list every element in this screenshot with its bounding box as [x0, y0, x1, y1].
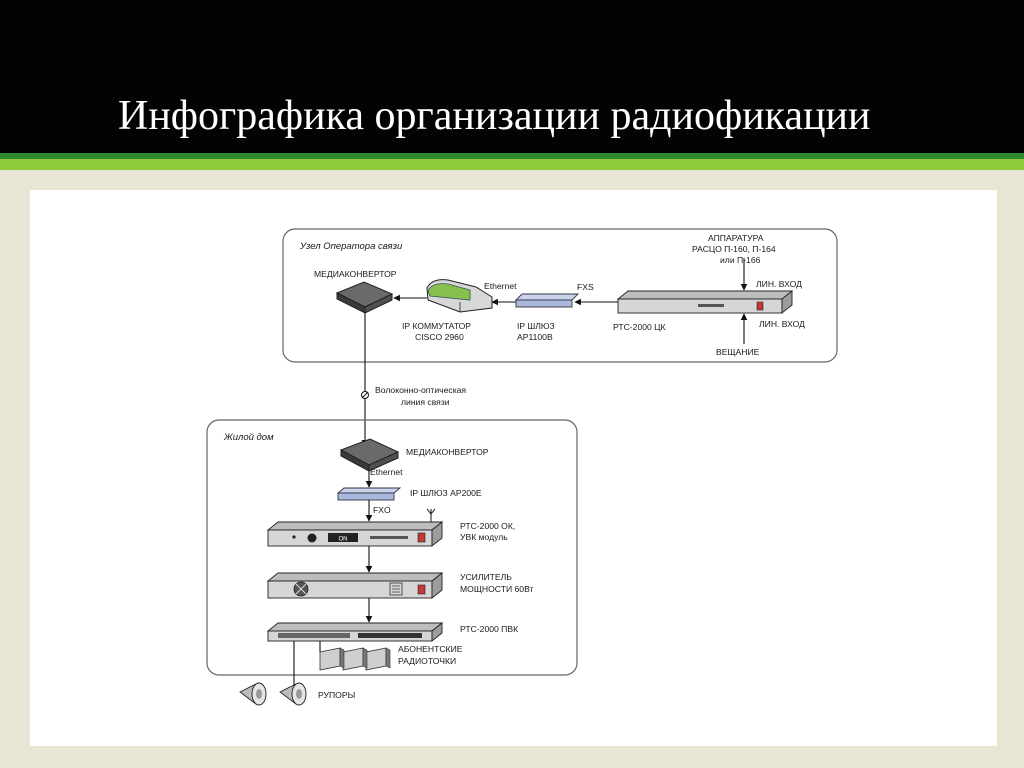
antenna-icon	[426, 508, 436, 522]
ip-switch-label-line1: IP КОММУТАТОР	[402, 321, 471, 331]
house-node-connections	[293, 471, 373, 690]
media-converter-top	[335, 281, 394, 314]
rts-2000-ok-display-text: ON	[339, 537, 348, 543]
subscriber-radio-points	[319, 647, 391, 671]
ip-gateway-label-line1: IP ШЛЮЗ	[517, 321, 555, 331]
fiber-line-label-line1: Волоконно-оптическая	[375, 385, 466, 395]
fiber-line-label-line2: линия связи	[401, 397, 450, 407]
equipment-label-line1: АППАРАТУРА	[708, 233, 764, 243]
rts-2000-ok-label-line2: УВК модуль	[460, 532, 508, 542]
slide-title: Инфографика организации радиофикации	[118, 93, 871, 139]
media-converter-bottom-label: МЕДИАКОНВЕРТОР	[406, 447, 489, 457]
line-in-2-label: ЛИН. ВХОД	[759, 319, 805, 329]
ip-gateway-ap200e	[336, 487, 402, 501]
ethernet-bottom-label: Ethernet	[370, 467, 403, 477]
radio-network-diagram: Узел Оператора связи МЕДИАКОНВЕРТОР Ethe…	[206, 228, 838, 706]
horns-label: РУПОРЫ	[318, 690, 355, 700]
fxo-label: FXO	[373, 505, 391, 515]
horn-speaker-icon-2	[279, 682, 307, 706]
horn-speaker-icon-1	[239, 682, 267, 706]
house-node-label: Жилой дом	[223, 432, 274, 443]
rts-2000-ok-label-line1: РТС-2000 ОК,	[460, 521, 515, 531]
broadcast-label: ВЕЩАНИЕ	[716, 347, 760, 357]
accent-stripe-dark	[0, 153, 1024, 159]
title-bar	[0, 0, 1024, 153]
accent-stripe-light	[0, 159, 1024, 170]
media-converter-bottom	[339, 438, 400, 472]
rts-2000-ck-label: РТС-2000 ЦК	[613, 322, 666, 332]
rts-2000-ck-device	[616, 290, 794, 314]
amplifier-label-line2: МОЩНОСТИ 60Вт	[460, 584, 534, 594]
subscribers-label-line1: АБОНЕНТСКИЕ	[398, 644, 463, 654]
ip-gateway-ap200e-label: IP ШЛЮЗ AP200E	[410, 488, 482, 498]
diagram-panel: Узел Оператора связи МЕДИАКОНВЕРТОР Ethe…	[30, 190, 997, 746]
ip-switch-label-line2: CISCO 2960	[415, 332, 464, 342]
subscribers-label-line2: РАДИОТОЧКИ	[398, 656, 456, 666]
ip-switch-device	[426, 279, 493, 313]
operator-node-connections	[361, 258, 748, 447]
rts-2000-pvk-device	[266, 622, 444, 642]
fxs-label: FXS	[577, 282, 594, 292]
ip-gateway-label-line2: AP1100B	[517, 332, 553, 342]
rts-2000-pvk-label: РТС-2000 ПВК	[460, 624, 518, 634]
media-converter-top-label: МЕДИАКОНВЕРТОР	[314, 269, 397, 279]
operator-node-label: Узел Оператора связи	[299, 241, 403, 252]
equipment-label-line3: или П-166	[720, 255, 761, 265]
ip-gateway-ap1100b	[514, 293, 580, 308]
rts-2000-ok-device	[266, 521, 444, 547]
amplifier-label-line1: УСИЛИТЕЛЬ	[460, 572, 512, 582]
operator-node-box	[282, 228, 838, 363]
amplifier-device	[266, 572, 444, 599]
ethernet-top-label: Ethernet	[484, 281, 517, 291]
fiber-splice-icon	[361, 391, 369, 399]
house-node-box	[206, 419, 578, 676]
equipment-label-line2: РАСЦО П-160, П-164	[692, 244, 776, 254]
line-in-1-label: ЛИН. ВХОД	[756, 279, 802, 289]
